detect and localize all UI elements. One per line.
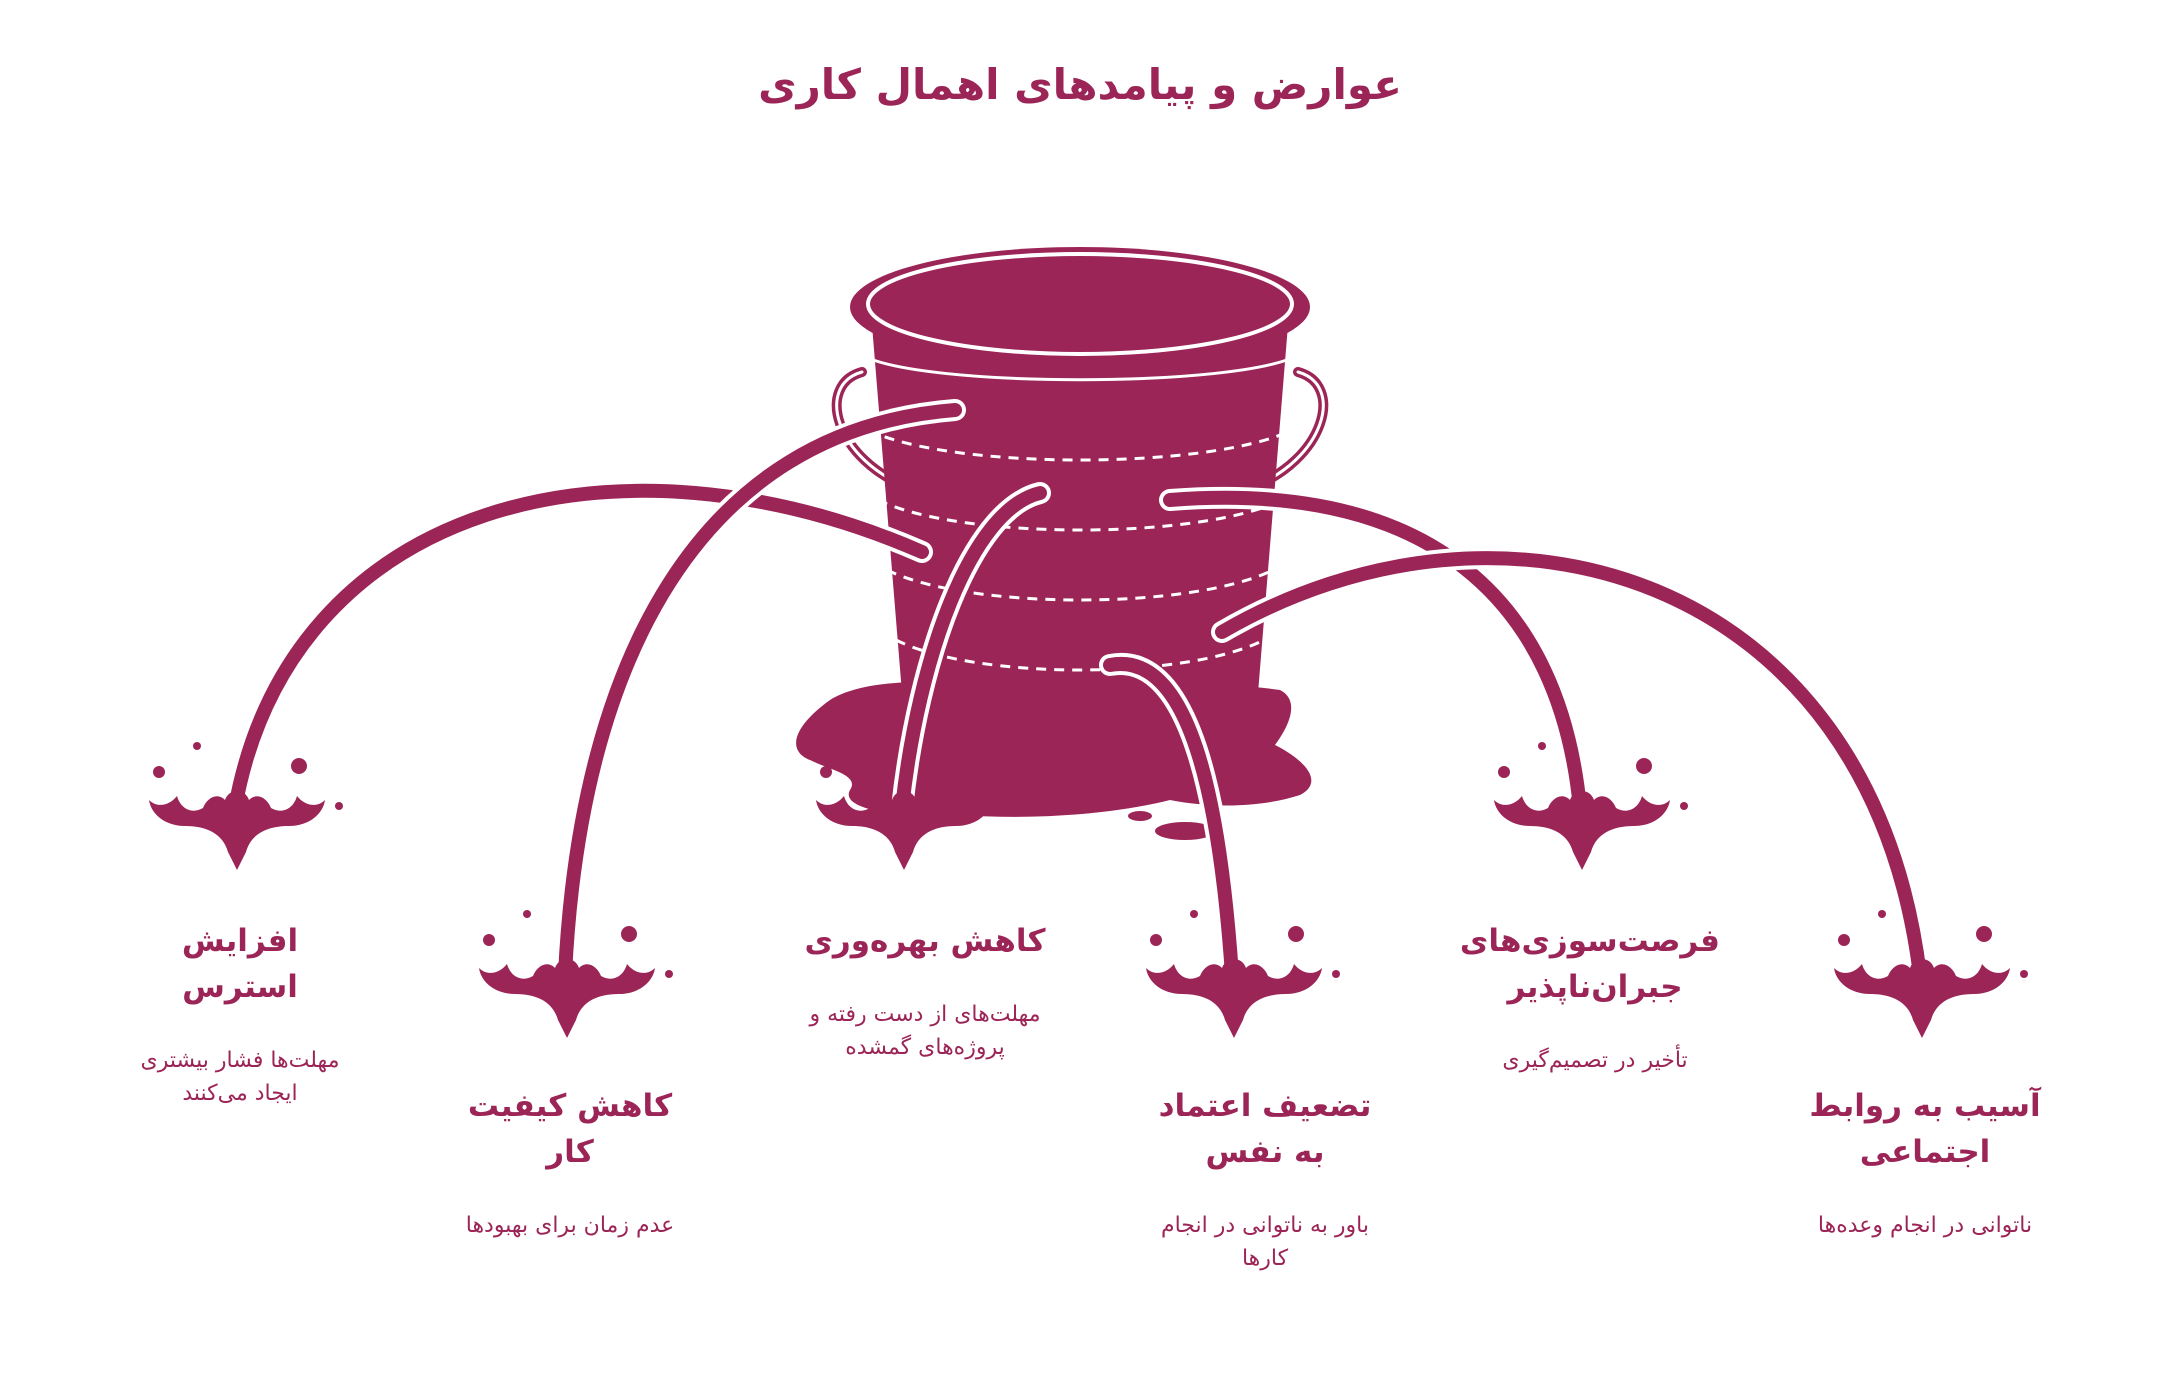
item-opportunities: فرصت‌سوزی‌های جبران‌ناپذیر تأخیر در تصمی… (1459, 918, 1720, 1077)
item-desc: مهلت‌ها فشار بیشتری ایجاد می‌کنند (140, 1048, 340, 1106)
item-desc: ناتوانی در انجام وعده‌ها (1817, 1213, 2033, 1238)
item-title: فرصت‌سوزی‌های جبران‌ناپذیر (1459, 923, 1720, 1005)
item-desc: باور به ناتوانی در انجام کارها (1160, 1213, 1370, 1271)
item-desc: مهلت‌های از دست رفته و پروژه‌های گمشده (809, 1002, 1041, 1060)
item-desc: عدم زمان برای بهبودها (465, 1213, 675, 1238)
bucket (850, 247, 1310, 753)
item-confidence: تضعیف اعتماد به نفس باور به ناتوانی در ا… (1140, 1083, 1390, 1275)
item-title: افزایش استرس (181, 923, 299, 1005)
item-title: کاهش بهره‌وری (804, 923, 1046, 959)
page-title: عوارض و پیامدهای اهمال کاری (758, 60, 1402, 109)
streams (224, 399, 1931, 986)
item-title: کاهش کیفیت کار (467, 1088, 673, 1170)
item-quality: کاهش کیفیت کار عدم زمان برای بهبودها (440, 1083, 700, 1242)
item-productivity: کاهش بهره‌وری مهلت‌های از دست رفته و پرو… (790, 918, 1060, 1064)
item-stress: افزایش استرس مهلت‌ها فشار بیشتری ایجاد م… (125, 918, 355, 1110)
item-desc: تأخیر در تصمیم‌گیری (1502, 1048, 1688, 1073)
item-title: آسیب به روابط اجتماعی (1809, 1088, 2041, 1170)
item-title: تضعیف اعتماد به نفس (1158, 1088, 1372, 1170)
item-relationships: آسیب به روابط اجتماعی ناتوانی در انجام و… (1800, 1083, 2050, 1242)
